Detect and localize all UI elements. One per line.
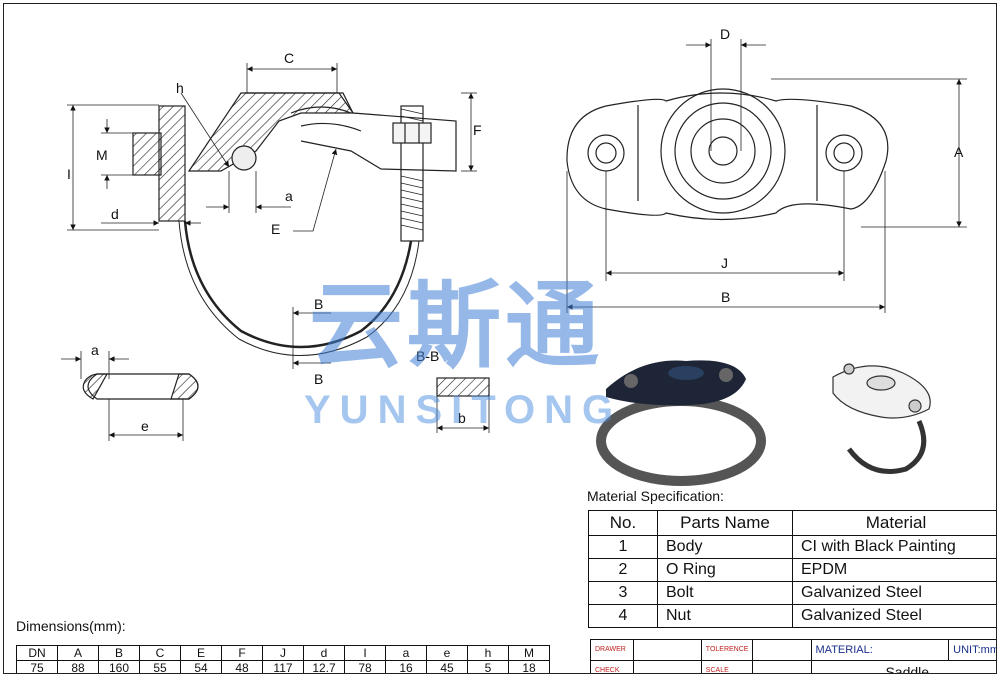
bolt-thread xyxy=(400,105,424,242)
label-e: e xyxy=(141,418,149,434)
cell-no: 1 xyxy=(588,535,658,559)
dim-header: DN xyxy=(16,645,58,661)
dimensions-table: DN A B C E F J d I a e h M 75 88 160 55 … xyxy=(16,645,550,673)
dim-header: d xyxy=(303,645,345,661)
label-M: M xyxy=(96,147,108,163)
table-row: 75 88 160 55 54 48 117 12.7 78 16 45 5 1… xyxy=(16,660,550,673)
label-BB: B-B xyxy=(416,348,439,364)
cell-part: Body xyxy=(657,535,793,559)
label-b: b xyxy=(458,410,466,426)
dim-value: 117 xyxy=(262,660,304,673)
dim-value: 5 xyxy=(467,660,509,673)
cell-no: 4 xyxy=(588,604,658,628)
dim-value: 55 xyxy=(139,660,181,673)
cell-material: EPDM xyxy=(792,558,996,582)
label-B-top: B xyxy=(314,296,323,312)
material-spec-table: No. Parts Name Material 1 Body CI with B… xyxy=(588,510,996,628)
tb-scale: SCALE xyxy=(700,659,754,673)
label-A: A xyxy=(954,144,964,160)
u-bolt xyxy=(183,220,413,349)
cell-no: 3 xyxy=(588,581,658,605)
dim-value: 75 xyxy=(16,660,58,673)
table-row: 1 Body CI with Black Painting xyxy=(588,535,996,559)
nut xyxy=(392,122,432,144)
table-row: 4 Nut Galvanized Steel xyxy=(588,604,996,628)
label-d: d xyxy=(111,206,119,222)
material-spec-caption: Material Specification: xyxy=(587,488,724,504)
pipe-wall-section xyxy=(158,105,186,222)
cell-part: Bolt xyxy=(657,581,793,605)
tb-part-name: Saddle xyxy=(810,659,996,673)
tb-tolerence: TOLERENCE xyxy=(700,639,754,661)
cell-material: Galvanized Steel xyxy=(792,581,996,605)
tb-unit: UNIT:mm xyxy=(948,639,996,661)
cell-material: CI with Black Painting xyxy=(792,535,996,559)
dim-header: A xyxy=(57,645,99,661)
dim-value: 54 xyxy=(180,660,222,673)
label-J: J xyxy=(721,255,728,271)
dim-header: F xyxy=(221,645,263,661)
dim-header: I xyxy=(344,645,386,661)
label-a-main: a xyxy=(285,188,293,204)
dim-header: h xyxy=(467,645,509,661)
header-no: No. xyxy=(588,510,658,536)
header-material: Material xyxy=(792,510,996,536)
technical-drawing: C h M I d a E F B B B-B a e b D A J B xyxy=(61,26,967,486)
label-B-plan: B xyxy=(721,289,730,305)
watermark-chinese: 云斯通 xyxy=(309,272,604,381)
label-D: D xyxy=(720,26,730,42)
dim-value: 88 xyxy=(57,660,99,673)
label-E: E xyxy=(271,221,280,237)
tb-material: MATERIAL: xyxy=(810,639,950,661)
dim-header: C xyxy=(139,645,181,661)
body-section xyxy=(187,92,355,172)
dim-value: 48 xyxy=(221,660,263,673)
dim-value: 160 xyxy=(98,660,140,673)
table-row: 2 O Ring EPDM xyxy=(588,558,996,582)
dimension-labels: C h M I d a E F B B B-B a e b D A J B xyxy=(67,26,964,434)
product-render-dark xyxy=(596,360,766,486)
side-section-view xyxy=(67,63,477,369)
tb-check: CHECK xyxy=(590,659,634,673)
dim-value: 16 xyxy=(385,660,427,673)
outlet-wall-section xyxy=(132,132,162,176)
o-ring-cross-section xyxy=(61,351,199,441)
bb-section xyxy=(436,377,490,433)
drawing-frame: C h M I d a E F B B B-B a e b D A J B 云斯… xyxy=(3,3,997,674)
dim-value: 18 xyxy=(508,660,550,673)
dim-value: 78 xyxy=(344,660,386,673)
label-h: h xyxy=(176,80,184,96)
dim-header: J xyxy=(262,645,304,661)
title-block: DRAWER TOLERENCE MATERIAL: UNIT:mm CHECK… xyxy=(590,639,996,673)
dim-value: 45 xyxy=(426,660,468,673)
dim-value: 12.7 xyxy=(303,660,345,673)
dim-header: a xyxy=(385,645,427,661)
label-F: F xyxy=(473,122,482,138)
dim-header: B xyxy=(98,645,140,661)
dim-header: M xyxy=(508,645,550,661)
cell-part: O Ring xyxy=(657,558,793,582)
plan-view xyxy=(566,39,967,313)
dim-header: E xyxy=(180,645,222,661)
dim-header: e xyxy=(426,645,468,661)
label-I: I xyxy=(67,166,71,182)
dimension-header-row: DN A B C E F J d I a e h M xyxy=(16,645,550,661)
dimensions-caption: Dimensions(mm): xyxy=(16,618,126,634)
label-a-section: a xyxy=(91,342,99,358)
label-B-bottom: B xyxy=(314,371,323,387)
watermark-latin: YUNSITONG xyxy=(304,388,623,432)
product-render-light xyxy=(832,363,931,474)
table-row: 3 Bolt Galvanized Steel xyxy=(588,581,996,605)
header-parts-name: Parts Name xyxy=(657,510,793,536)
tb-drawer: DRAWER xyxy=(590,639,634,661)
o-ring-section xyxy=(231,145,257,171)
cell-part: Nut xyxy=(657,604,793,628)
cell-no: 2 xyxy=(588,558,658,582)
cell-material: Galvanized Steel xyxy=(792,604,996,628)
label-C: C xyxy=(284,50,294,66)
material-header-row: No. Parts Name Material xyxy=(588,510,996,536)
